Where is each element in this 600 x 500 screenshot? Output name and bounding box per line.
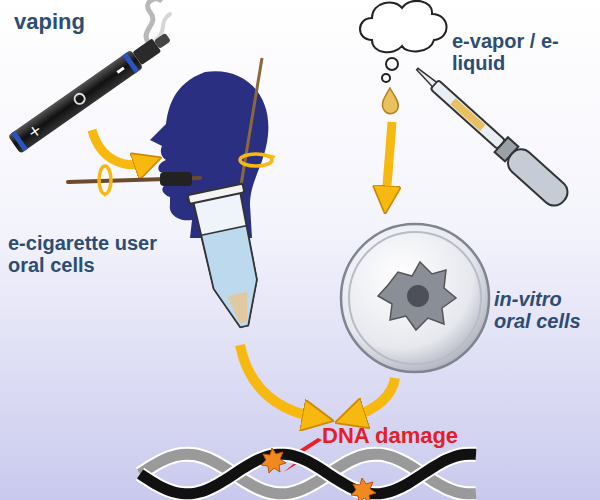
dna-strand xyxy=(140,454,476,494)
dna-helix xyxy=(140,454,476,494)
caption-label: e-vapor / e-liquid xyxy=(452,30,582,74)
brush-bristles xyxy=(160,172,192,186)
dna-strand-edge xyxy=(140,454,476,494)
damage-mark xyxy=(261,448,376,500)
caption-label: e-cigarette user oral cells xyxy=(8,232,168,276)
cell xyxy=(378,262,456,330)
rotation-arrow xyxy=(268,154,276,160)
flow-arrow xyxy=(92,130,148,165)
effect-label: DNA damage xyxy=(322,424,472,448)
dna-strand-edge xyxy=(140,454,476,494)
flow-arrow xyxy=(240,345,318,418)
petri-dish xyxy=(341,224,489,372)
dropper xyxy=(409,59,573,210)
flow-arrow xyxy=(386,122,392,200)
rotation-arrow xyxy=(240,154,272,166)
caption-label: vaping xyxy=(14,10,134,34)
svg-text:+: + xyxy=(24,119,46,142)
rotation-arrow xyxy=(100,191,109,197)
cell-nucleus xyxy=(407,285,429,307)
rotation-arrow xyxy=(99,166,111,194)
thought-cloud xyxy=(360,1,447,82)
sample-tube xyxy=(188,184,272,333)
e-liquid-drop xyxy=(382,88,398,114)
caption-label: in-vitro oral cells xyxy=(494,288,594,332)
flow-arrow xyxy=(350,378,395,418)
dna-strand xyxy=(140,454,476,494)
